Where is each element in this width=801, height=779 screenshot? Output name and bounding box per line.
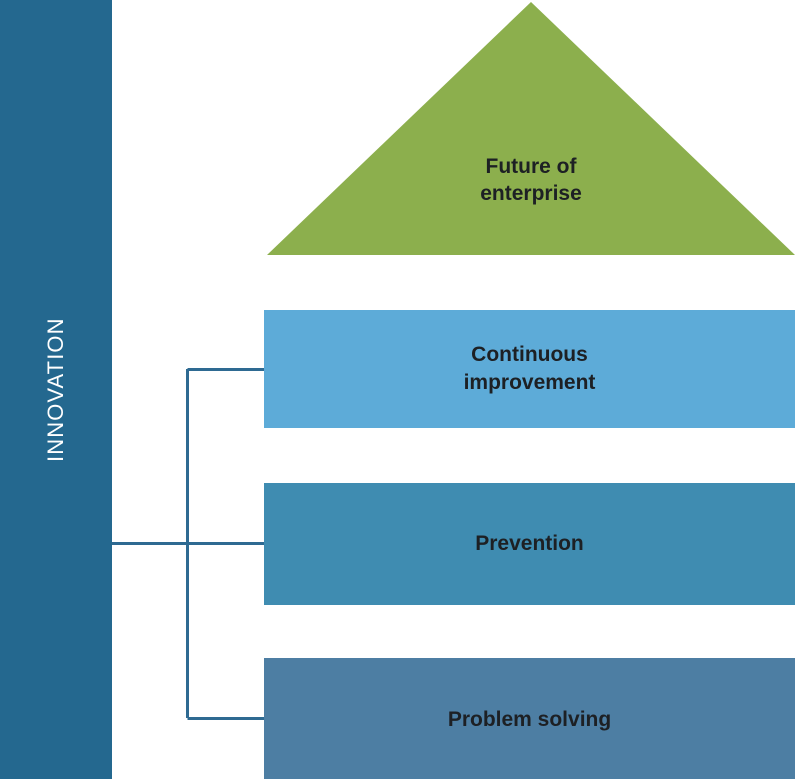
- layer-prevention: Prevention: [264, 483, 795, 605]
- layer-continuous-improvement: Continuous improvement: [264, 310, 795, 428]
- future-of-enterprise-roof: Future of enterprise: [265, 0, 797, 256]
- roof-label-line2: enterprise: [480, 182, 582, 206]
- innovation-band-label: INNOVATION: [43, 317, 68, 462]
- innovation-band: INNOVATION: [0, 0, 112, 779]
- triangle-icon: [267, 2, 795, 255]
- layer-problem-solving: Problem solving: [264, 658, 795, 779]
- layer-label-line2: improvement: [463, 371, 596, 394]
- layer-label-line1: Prevention: [475, 532, 584, 556]
- layer-label-line1: Problem solving: [447, 708, 612, 731]
- layer-label-line1: Continuous: [471, 343, 588, 367]
- layer-label: Continuous improvement: [464, 341, 596, 396]
- layer-label: Prevention: [475, 530, 584, 558]
- layer-label: Problem solving: [448, 706, 611, 734]
- roof-label: Future of enterprise: [265, 0, 797, 256]
- roof-label-line1: Future of: [485, 154, 577, 178]
